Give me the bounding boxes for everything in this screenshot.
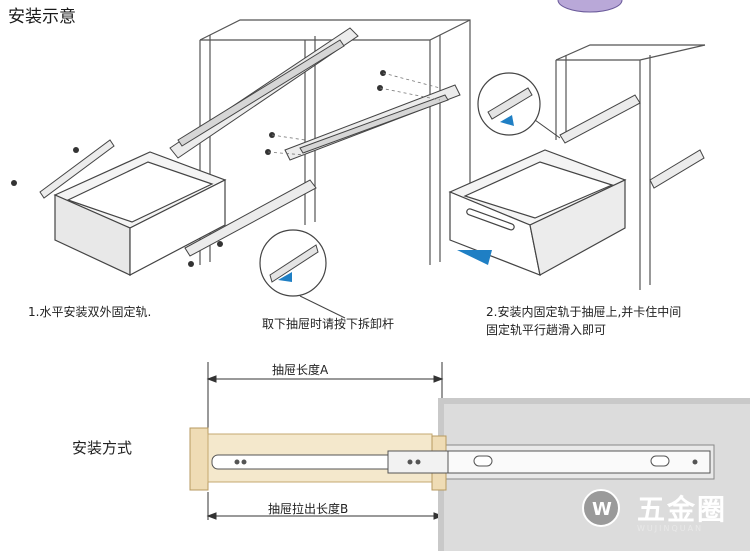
drawer-pull-length-b-label: 抽屉拉出长度B [268,502,349,516]
drawer-rail-lower [184,179,317,257]
remove-caption: 取下抽屉时请按下拆卸杆 [262,317,395,331]
step2-caption-line1: 2.安装内固定轨于抽屉上,并卡住中间 [486,305,682,319]
inner-rail-right [559,94,705,189]
dimension-a [206,362,444,430]
cabinet-block [438,398,750,551]
slide-rail-bottom [211,450,711,474]
svg-text:W: W [592,499,612,520]
drawer-side-rail [39,139,115,199]
outer-rail-left-upper [169,27,359,159]
lever-zoom-callout [259,229,346,319]
step2-caption-line2: 固定轨平行趟滑入即可 [486,323,607,337]
drawer-length-a-label: 抽屉长度A [272,363,329,377]
logo-name: 五金圈 [637,493,728,526]
step1-caption: 1.水平安装双外固定轨. [28,305,152,319]
logo-subtitle: WUJINQUAN [637,524,704,533]
decorative-blob [557,0,623,13]
install-method-label: 安装方式 [72,439,133,457]
drawer-box-left [53,151,227,276]
logo-mark: W [582,489,620,527]
rail-zoom-callout [477,72,561,139]
push-arrow-icon [457,250,492,265]
page-title: 安装示意 [8,7,76,27]
drawer-box-right [448,149,627,276]
screw-guide-lines [267,72,441,156]
outer-rail-right-wall [284,84,461,161]
cabinet-frame-right [555,44,706,290]
